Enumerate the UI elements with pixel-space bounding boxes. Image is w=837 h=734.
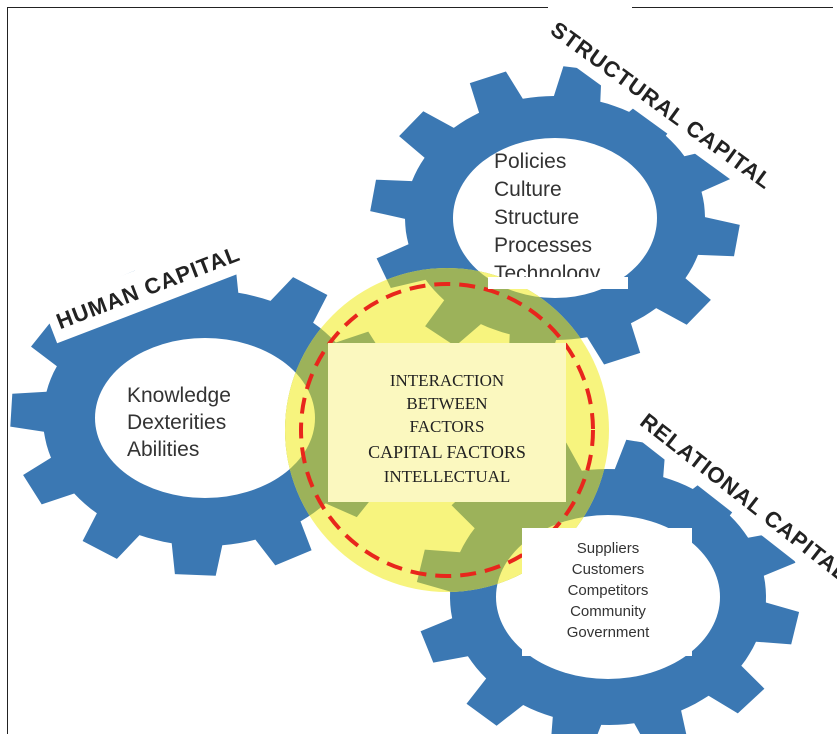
- human-item: Abilities: [127, 438, 199, 461]
- frame-gap: [548, 4, 632, 12]
- relational-banner-bg: [639, 408, 837, 586]
- structural-banner-bg: [541, 9, 783, 201]
- overlap-structural: [370, 268, 609, 370]
- structural-item: Culture: [494, 178, 562, 201]
- structural-capital-inner: [453, 138, 657, 298]
- structural-item: Structure: [494, 206, 579, 229]
- center-line: BETWEEN: [406, 394, 487, 413]
- interaction-dashed-border: [299, 282, 595, 578]
- relational-item: Government: [567, 624, 650, 641]
- frame-border: [7, 7, 833, 734]
- center-line: FACTORS: [410, 417, 485, 436]
- human-item: Dexterities: [127, 411, 226, 434]
- center-line: CAPITAL FACTORS: [368, 442, 526, 462]
- center-line: INTERACTION: [390, 371, 504, 390]
- structural-text-mask: [488, 277, 628, 289]
- interaction-label-lines: INTERACTION BETWEEN FACTORS CAPITAL FACT…: [368, 371, 526, 486]
- overlap-relational: [416, 439, 609, 592]
- relational-item: Competitors: [568, 582, 649, 599]
- structural-item: Processes: [494, 234, 592, 257]
- human-capital-inner: [95, 338, 315, 498]
- interaction-label-box: [328, 343, 566, 502]
- center-line: INTELLECTUAL: [384, 467, 511, 486]
- relational-item: Customers: [572, 561, 645, 578]
- relational-item: Community: [570, 603, 646, 620]
- relational-item: Suppliers: [577, 540, 640, 557]
- structural-item: Policies: [494, 150, 566, 173]
- human-capital-items: Knowledge Dexterities Abilities: [127, 384, 231, 461]
- relational-capital-items: Suppliers Customers Competitors Communit…: [567, 540, 650, 641]
- relational-items-box: [522, 528, 692, 656]
- human-item: Knowledge: [127, 384, 231, 407]
- human-banner-bg: [42, 230, 254, 344]
